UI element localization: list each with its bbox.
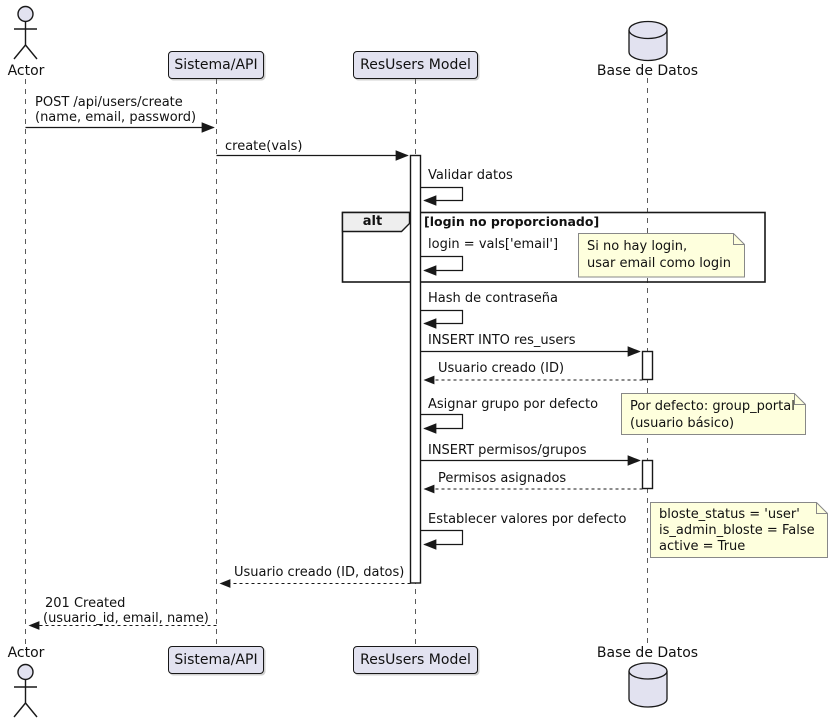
db-activation-bar-2	[641, 459, 654, 490]
participant-sistema-label: Sistema/API	[174, 57, 258, 73]
participant-resusers-bottom: ResUsers Model	[353, 646, 478, 674]
message-hash-password: Hash de contraseña	[428, 291, 558, 306]
message-post-create-line1: POST /api/users/create	[35, 95, 183, 110]
actor-label-bottom: Actor	[7, 645, 45, 661]
note-valores-line3: active = True	[659, 539, 746, 554]
message-asignar-grupo: Asignar grupo por defecto	[428, 397, 599, 412]
message-permisos-asignados: Permisos asignados	[438, 471, 567, 486]
note-login-line2: usar email como login	[587, 256, 731, 271]
db-label-bottom: Base de Datos	[596, 645, 699, 661]
participant-resusers-label: ResUsers Model	[360, 57, 471, 73]
resusers-activation-bar	[409, 154, 422, 584]
database-icon-bottom	[628, 662, 668, 708]
participant-sistema-top: Sistema/API	[168, 51, 264, 79]
alt-operator-pentagon	[341, 211, 411, 233]
message-establecer-valores: Establecer valores por defecto	[428, 512, 627, 527]
database-icon	[628, 20, 668, 62]
message-create-vals: create(vals)	[225, 139, 303, 154]
note-login-line1: Si no hay login,	[587, 239, 688, 254]
arrow-hash-self	[420, 309, 464, 329]
note-login	[578, 233, 745, 278]
note-grupo-line1: Por defecto: group_portal	[630, 399, 795, 414]
arrow-asignar-self	[420, 413, 464, 434]
actor-icon-bottom	[13, 663, 38, 718]
db-activation-bar-1	[641, 350, 654, 381]
arrow-validar-self	[420, 186, 464, 206]
note-grupo-line2: (usuario básico)	[630, 416, 735, 431]
message-201-created-line2: (usuario_id, email, name)	[43, 611, 209, 626]
message-usuario-creado-id: Usuario creado (ID)	[438, 361, 565, 376]
message-usuario-creado-datos: Usuario creado (ID, datos)	[234, 565, 405, 580]
participant-resusers-top: ResUsers Model	[353, 51, 478, 79]
alt-operator-label: alt	[362, 214, 383, 229]
message-201-created-line1: 201 Created	[45, 596, 126, 611]
note-valores	[650, 502, 828, 558]
actor-icon	[13, 5, 38, 60]
note-grupo	[621, 393, 806, 435]
db-label-top: Base de Datos	[596, 63, 699, 79]
participant-sistema-label-bottom: Sistema/API	[174, 652, 258, 668]
arrow-establecer-self	[420, 529, 464, 550]
participant-sistema-bottom: Sistema/API	[168, 646, 264, 674]
message-insert-res-users: INSERT INTO res_users	[428, 333, 576, 348]
message-post-create-line2: (name, email, password)	[35, 110, 197, 125]
message-login-email: login = vals['email']	[428, 237, 559, 252]
arrow-login-self	[420, 255, 464, 276]
note-valores-line2: is_admin_bloste = False	[659, 523, 815, 538]
alt-frame	[341, 211, 766, 283]
note-valores-line1: bloste_status = 'user'	[659, 507, 800, 522]
message-validar-datos: Validar datos	[428, 168, 513, 183]
message-insert-permisos: INSERT permisos/grupos	[428, 443, 587, 458]
actor-label-top: Actor	[7, 63, 45, 79]
alt-condition-label: [login no proporcionado]	[424, 214, 600, 229]
participant-resusers-label-bottom: ResUsers Model	[360, 652, 471, 668]
